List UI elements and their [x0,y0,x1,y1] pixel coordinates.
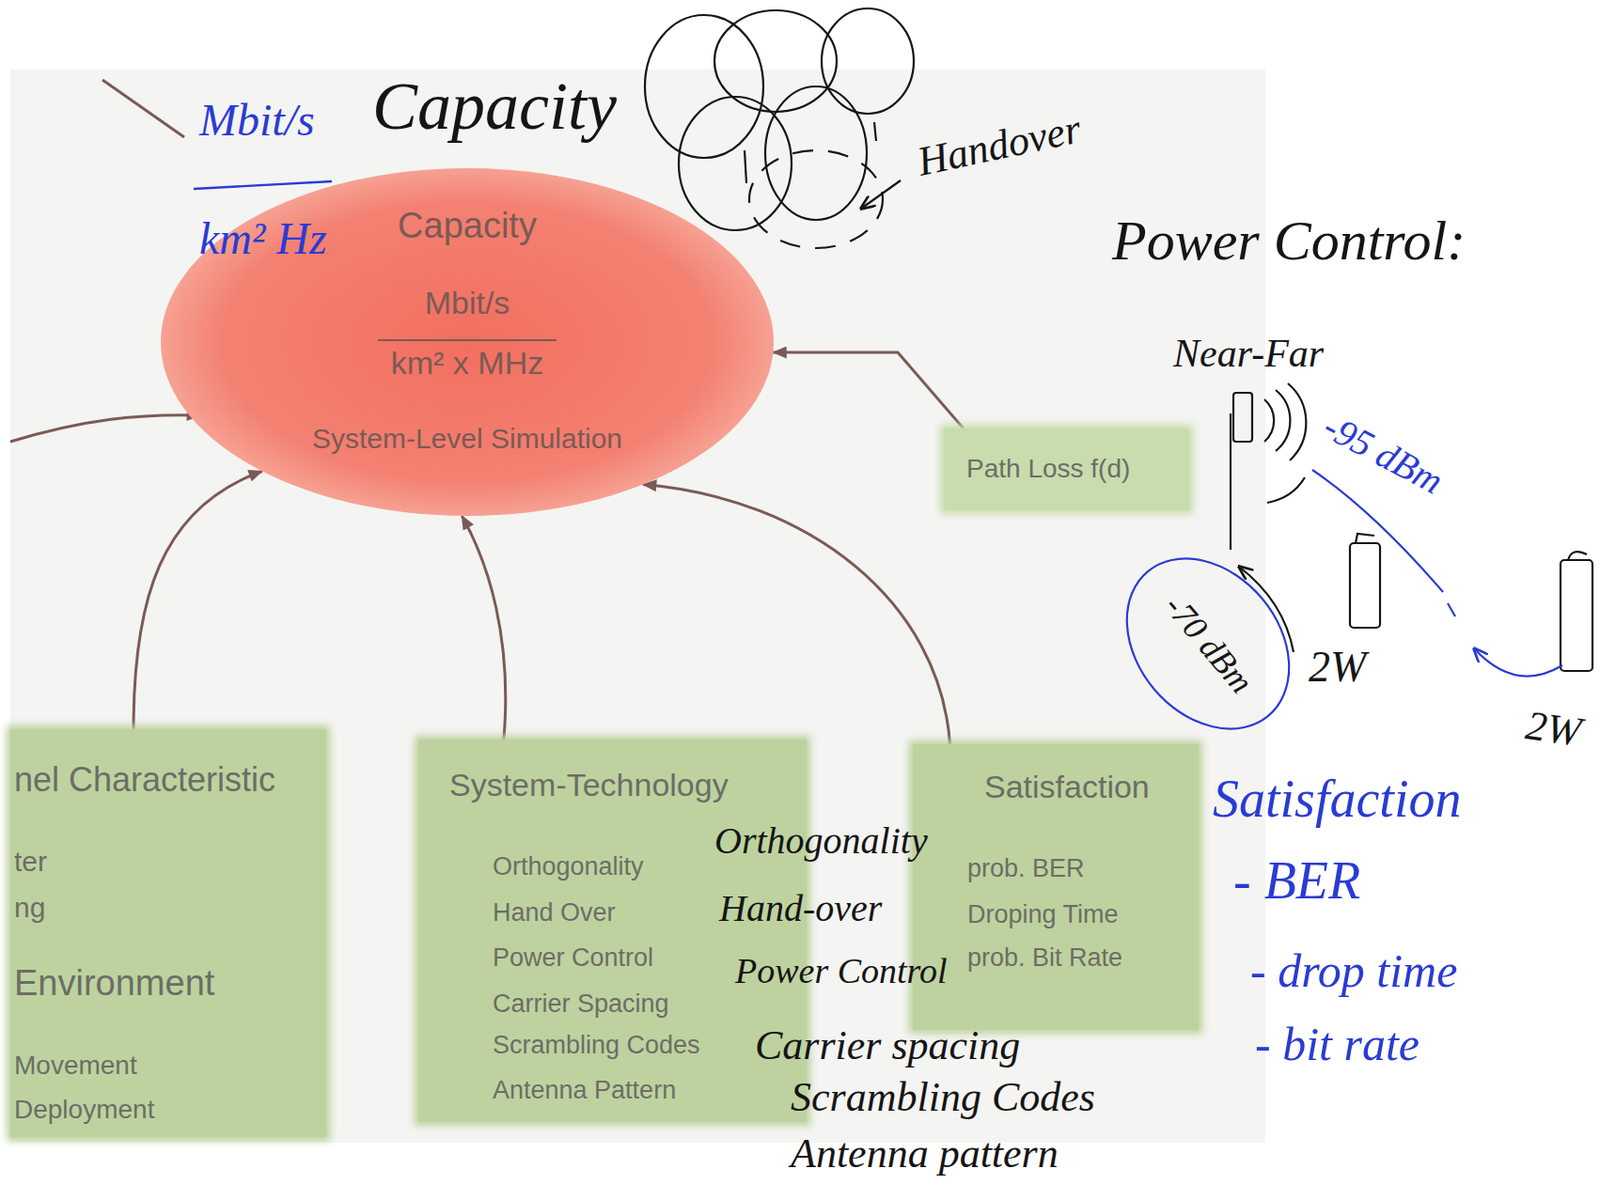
handover-arrow [861,180,901,209]
input-box: Path Loss f(d) [943,428,1190,511]
list-item: Movement [14,1050,138,1082]
connector-arrow [772,352,963,429]
radio-wave [1287,383,1306,461]
box-subtitle: Environment [14,963,215,1005]
connector-arrow [133,470,263,730]
handwritten-note: Satisfaction [1212,768,1461,830]
radio-wave [1275,390,1290,452]
handwritten-note: - drop time [1250,944,1458,1000]
handwritten-note: km² Hz [199,212,328,265]
cell-circle-dashed [749,150,883,249]
pen-stroke [744,150,747,184]
handwritten-note: Power Control: [1112,208,1466,274]
handwritten-note: 2W [1308,643,1366,693]
connector-arrow [461,516,505,740]
box-title: Satisfaction [984,768,1150,806]
mobile-phone [1560,551,1593,672]
handwritten-note: Scrambling Codes [790,1074,1096,1123]
cell-circle [644,15,764,158]
handwritten-note: - bit rate [1254,1018,1420,1073]
ellipse-subtitle: System-Level Simulation [312,423,623,456]
arrow-shaft [102,79,185,138]
radio-wave [1267,477,1305,503]
handwritten-note: Hand-over [719,887,882,931]
ellipse-title: Capacity [397,205,537,248]
cell-circle [821,8,914,114]
incoming-arrow [10,415,201,442]
cell-circles [644,8,914,249]
input-box: System-TechnologyOrthogonalityHand OverP… [418,739,807,1123]
box-title: nel Characteristic [14,760,276,800]
cell-circle [765,86,867,220]
antenna [1233,392,1253,442]
unit-denominator: km² x MHz [377,339,557,382]
input-box: Satisfaction prob. BER Droping Time prob. B… [912,744,1199,1031]
handwritten-note: Power Control [735,951,948,993]
phone-antenna [1355,533,1375,544]
radio-wave [1264,399,1274,442]
list-item: Scrambling Codes [492,1031,701,1061]
list-item: prob. Bit Rate [967,943,1123,973]
phone-body [1560,560,1593,672]
uplink-arrow [1239,566,1294,653]
handwritten-note: Orthogonality [714,819,928,863]
phone-antenna [1568,551,1587,561]
ellipse-fill [160,168,774,517]
connector-arrow [643,485,951,745]
highlight-ellipse [1093,526,1322,762]
list-item: Deployment [14,1095,155,1126]
list-item: ng [14,892,46,926]
mast [1229,413,1232,550]
list-item: Carrier Spacing [492,989,670,1020]
handwritten-note: Near-Far [1173,330,1324,377]
list-item: Power Control [492,943,654,973]
pen-stroke [1447,603,1456,617]
box-title: Path Loss f(d) [966,454,1130,485]
pen-stroke [874,122,877,142]
list-item: ter [14,846,48,879]
box-title: System-Technology [449,767,729,804]
phone-body [1349,543,1381,628]
unit-numerator: Mbit/s [424,284,511,322]
list-item: Antenna Pattern [492,1076,676,1106]
list-item: Hand Over [492,898,616,928]
handwritten-note: Mbit/s [199,94,315,146]
uplink-arrow [1474,648,1563,677]
handwritten-note: - BER [1233,850,1361,911]
handwritten-note: Carrier spacing [754,1022,1020,1071]
mobile-phone [1349,533,1381,628]
base-station [1230,383,1306,550]
list-item: Orthogonality [492,852,644,882]
handwritten-note: Capacity [372,67,617,146]
fraction-line [193,181,332,189]
handwritten-note: 2W [1521,702,1584,757]
input-box: nel Characteristic ter ngEnvironmentMoveme… [10,729,327,1138]
list-item: Droping Time [967,900,1119,930]
handwritten-note: Antenna pattern [790,1130,1059,1179]
list-item: prob. BER [967,854,1085,884]
cell-circle [678,96,792,231]
